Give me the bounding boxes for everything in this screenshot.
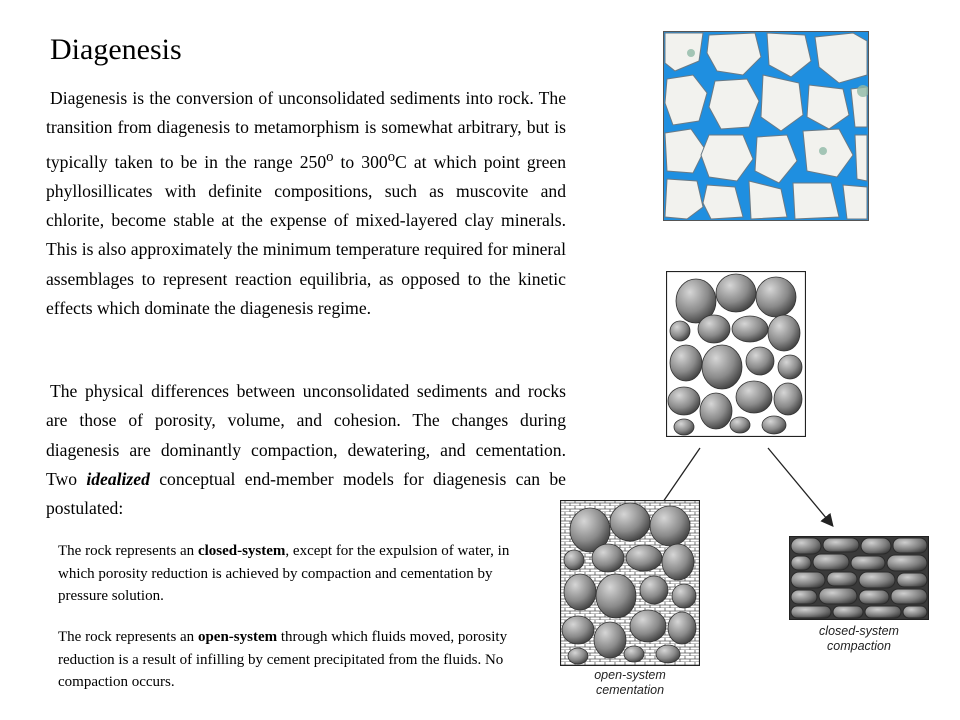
- page-title: Diagenesis: [50, 33, 182, 66]
- arrow-to-compaction: [767, 447, 834, 527]
- idealized-emphasis: idealized: [86, 468, 150, 489]
- cementation-caption: open-system cementation: [594, 668, 666, 697]
- physical-differences-paragraph: The physical differences between unconso…: [46, 381, 566, 519]
- loose-grains-diagram: [666, 271, 806, 437]
- thin-section-image: [663, 31, 869, 221]
- open-system-note: The rock represents an open-system throu…: [58, 629, 508, 690]
- cementation-diagram: [560, 500, 700, 666]
- intro-paragraph: Diagenesis is the conversion of unconsol…: [46, 88, 567, 318]
- closed-system-note: The rock represents an closed-system, ex…: [58, 543, 510, 604]
- compaction-caption: closed-system compaction: [819, 624, 899, 653]
- compaction-diagram: [789, 536, 929, 620]
